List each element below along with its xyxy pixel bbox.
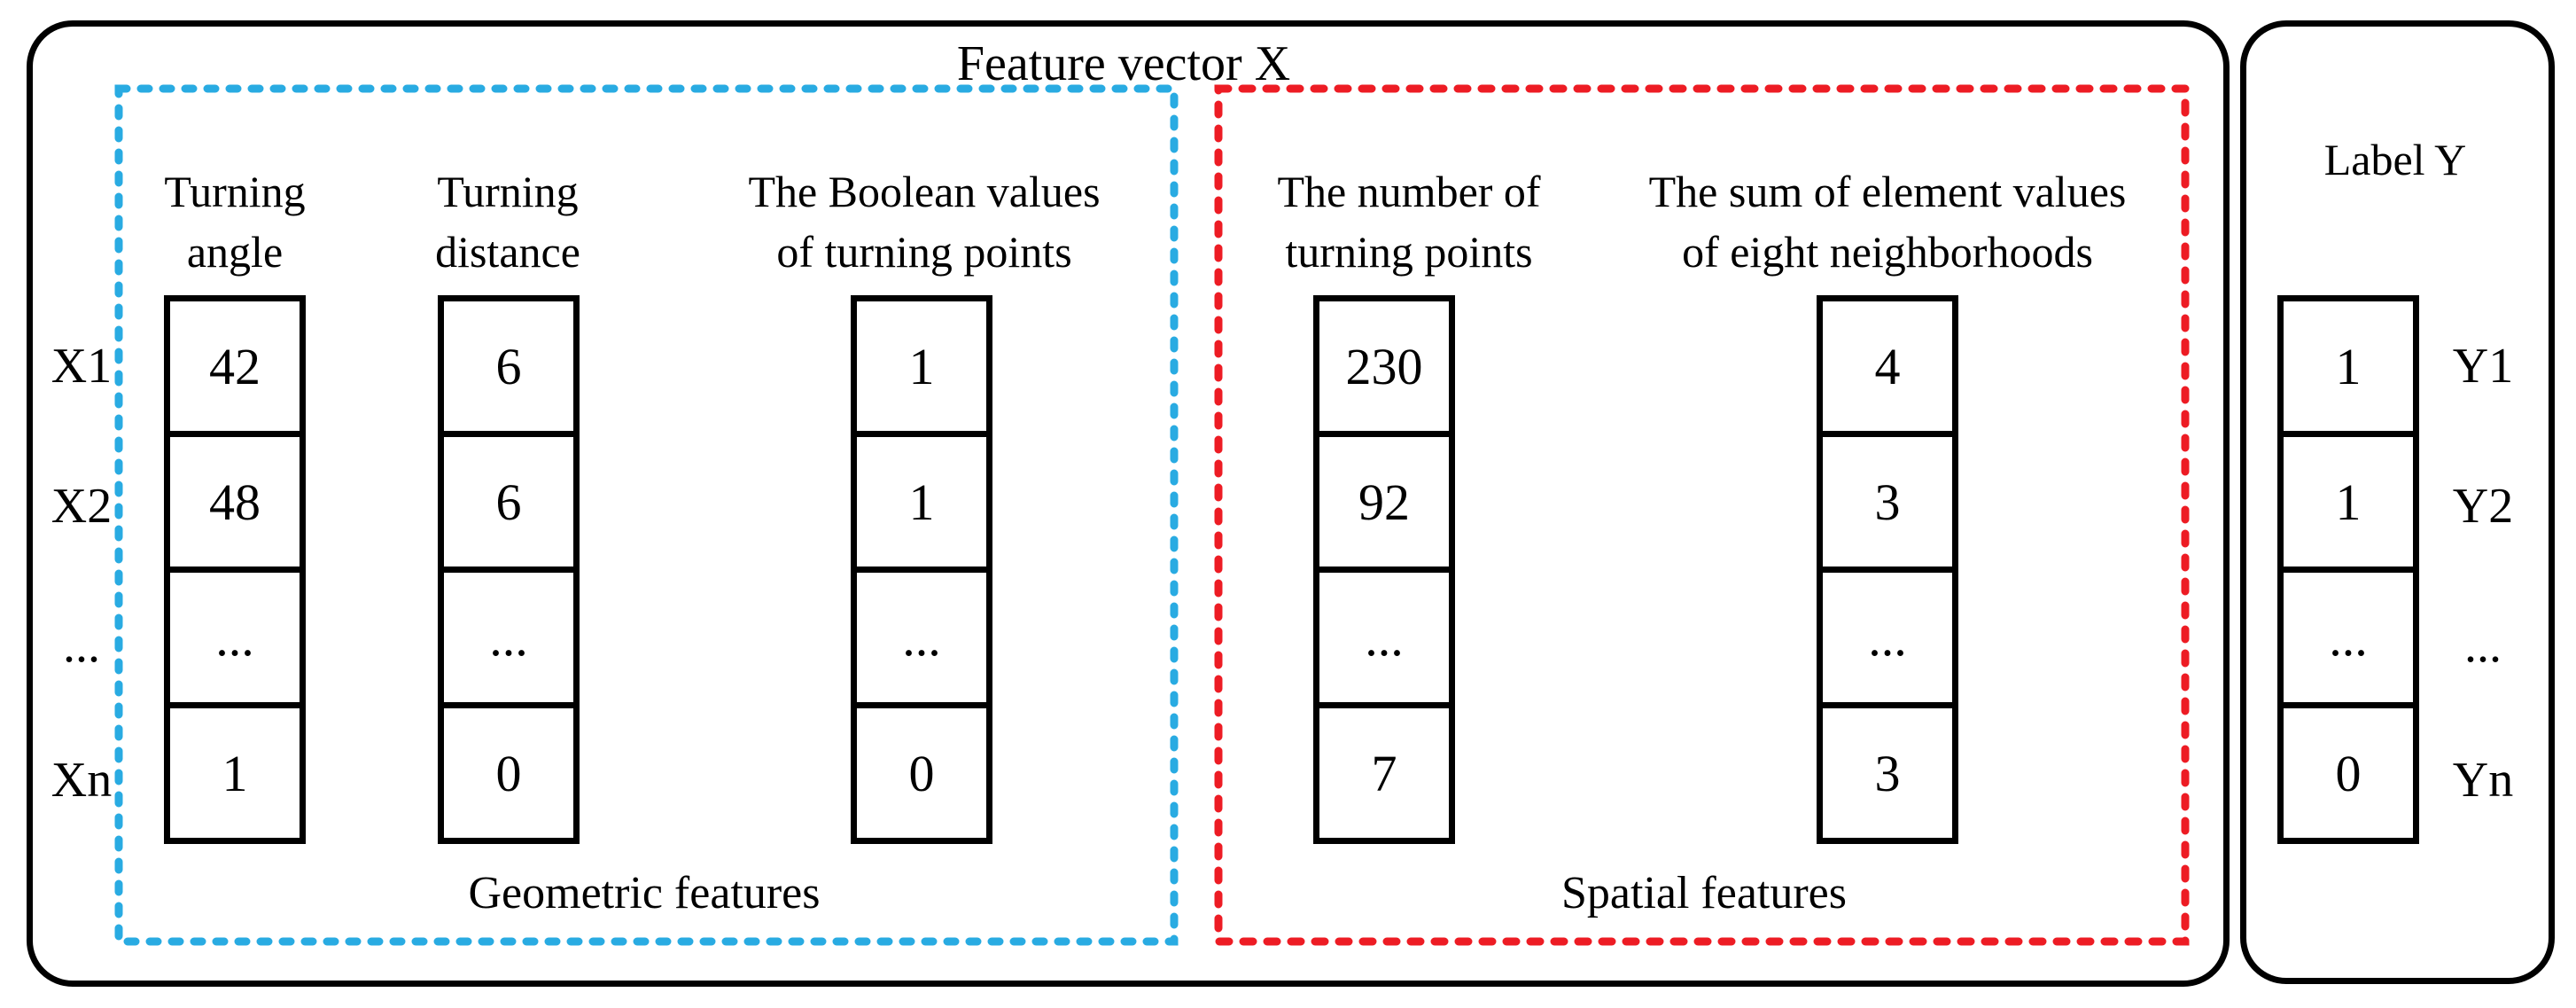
vector-cell: 4 <box>1817 295 1958 437</box>
vector-cell: ... <box>851 567 992 708</box>
vector-cell: 92 <box>1313 431 1455 573</box>
header-line: Turning <box>437 167 579 216</box>
row-label-ellipsis: ... <box>63 618 100 673</box>
label-cell: 1 <box>2277 431 2419 573</box>
row-label-y1: Y1 <box>2452 339 2514 394</box>
header-line: turning points <box>1285 227 1533 277</box>
row-label-y-ellipsis: ... <box>2464 618 2502 673</box>
vector-cell: 3 <box>1817 431 1958 573</box>
header-line: The sum of element values <box>1648 167 2127 216</box>
header-line: of eight neighborhoods <box>1682 227 2093 277</box>
header-line: The number of <box>1277 167 1541 216</box>
label-cell: 1 <box>2277 295 2419 437</box>
turning-angle-column: 42 48 ... 1 <box>164 295 306 844</box>
header-line: angle <box>186 227 284 277</box>
label-cell: ... <box>2277 567 2419 708</box>
vector-cell: 1 <box>851 431 992 573</box>
diagram-title: Feature vector X <box>956 36 1291 91</box>
vector-cell: 6 <box>438 295 580 437</box>
column-header-sum-of-element-values: The sum of element values of eight neigh… <box>1622 161 2153 282</box>
label-y-title: Label Y <box>2323 135 2467 184</box>
vector-cell: 3 <box>1817 702 1958 844</box>
column-header-number-of-turning-points: The number of turning points <box>1187 161 1630 282</box>
column-header-turning-angle: Turning angle <box>58 161 412 282</box>
header-line: The Boolean values <box>748 167 1101 216</box>
sum-of-element-values-column: 4 3 ... 3 <box>1817 295 1958 844</box>
row-label-xn: Xn <box>51 753 113 808</box>
row-label-yn: Yn <box>2452 753 2514 808</box>
vector-cell: 1 <box>164 702 306 844</box>
vector-cell: 1 <box>851 295 992 437</box>
row-label-x2: X2 <box>51 479 113 534</box>
vector-cell: 48 <box>164 431 306 573</box>
header-line: of turning points <box>776 227 1072 277</box>
vector-cell: ... <box>438 567 580 708</box>
vector-cell: 7 <box>1313 702 1455 844</box>
vector-cell: ... <box>164 567 306 708</box>
number-of-turning-points-column: 230 92 ... 7 <box>1313 295 1455 844</box>
row-label-y2: Y2 <box>2452 479 2514 534</box>
label-y-column: 1 1 ... 0 <box>2277 295 2419 844</box>
vector-cell: ... <box>1817 567 1958 708</box>
boolean-values-column: 1 1 ... 0 <box>851 295 992 844</box>
vector-cell: 230 <box>1313 295 1455 437</box>
header-line: distance <box>435 227 580 277</box>
column-header-turning-distance: Turning distance <box>331 161 685 282</box>
label-y-box <box>2240 20 2555 984</box>
geometric-features-label: Geometric features <box>468 868 821 918</box>
vector-cell: 42 <box>164 295 306 437</box>
row-label-x1: X1 <box>51 339 113 394</box>
vector-cell: 0 <box>438 702 580 844</box>
vector-cell: ... <box>1313 567 1455 708</box>
column-header-boolean-values: The Boolean values of turning points <box>703 161 1146 282</box>
spatial-features-label: Spatial features <box>1561 868 1847 918</box>
label-cell: 0 <box>2277 702 2419 844</box>
turning-distance-column: 6 6 ... 0 <box>438 295 580 844</box>
feature-vector-box <box>27 20 2230 987</box>
vector-cell: 0 <box>851 702 992 844</box>
vector-cell: 6 <box>438 431 580 573</box>
header-line: Turning <box>164 167 306 216</box>
